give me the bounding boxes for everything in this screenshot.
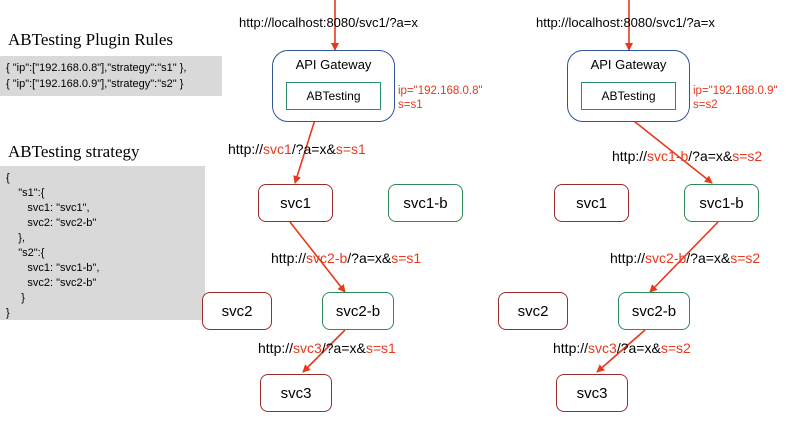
node-svc1-1-label: svc1	[280, 194, 311, 212]
node-svc3-1-label: svc3	[280, 384, 312, 402]
ip-label-2-line1: ip="192.168.0.9"	[693, 85, 778, 97]
hop1-url-1: http://svc1/?a=x&s=s1	[228, 141, 366, 157]
abtesting-label-2: ABTesting	[601, 89, 656, 103]
strategy-line-2: "s1":{	[6, 187, 45, 199]
arrow-svc1b-svc2b	[649, 221, 719, 293]
node-svc2b-2: svc2-b	[618, 292, 690, 330]
hop2-2-svc: svc2-b	[645, 250, 687, 266]
node-svc2-2-label: svc2	[517, 302, 549, 320]
hop3-1-s: s=s1	[365, 340, 396, 356]
arrow-svc1-svc2b	[289, 221, 346, 293]
strategy-box: { "s1":{ svc1: "svc1", svc2: "svc2-b" },…	[0, 166, 205, 320]
hop2-url-1: http://svc2-b/?a=x&s=s1	[271, 250, 421, 266]
node-svc2-1-label: svc2	[221, 302, 253, 320]
hop2-2-s: s=s2	[730, 250, 761, 266]
arrow-gateway-svc1	[293, 109, 319, 184]
node-svc2-1: svc2	[202, 292, 272, 330]
node-svc2b-1: svc2-b	[322, 292, 394, 330]
hop3-1-svc: svc3	[293, 340, 322, 356]
strategy-line-8: svc2: "svc2-b"	[6, 277, 97, 289]
hop1-1-svc: svc1	[263, 141, 292, 157]
plugin-rule-line-2: { "ip":["192.168.0.9"],"strategy":"s2" }	[6, 78, 184, 90]
hop2-url-2: http://svc2-b/?a=x&s=s2	[610, 250, 760, 266]
ip-label-1-line1: ip="192.168.0.8"	[398, 85, 483, 97]
strategy-line-7: svc1: "svc1-b",	[6, 262, 100, 274]
hop1-2-svc: svc1-b	[647, 148, 689, 164]
ip-label-1: ip="192.168.0.8" s=s1	[398, 84, 483, 112]
plugin-rules-title-text: ABTesting Plugin Rules	[8, 30, 174, 49]
node-svc3-1: svc3	[260, 374, 332, 412]
api-gateway-1: API Gateway ABTesting	[272, 50, 395, 122]
gateway-title-1: API Gateway	[295, 57, 372, 72]
entry-url-2: http://localhost:8080/svc1/?a=x	[536, 15, 715, 30]
ip-label-2: ip="192.168.0.9" s=s2	[693, 84, 778, 112]
hop3-2-mid: /?a=x&	[616, 340, 661, 356]
plugin-rule-line-1: { "ip":["192.168.0.8"],"strategy":"s1" }…	[6, 62, 187, 74]
hop3-url-1: http://svc3/?a=x&s=s1	[258, 340, 396, 356]
strategy-title: ABTesting strategy	[8, 142, 140, 161]
strategy-line-9: }	[6, 292, 25, 304]
node-svc2b-2-label: svc2-b	[631, 302, 677, 320]
hop1-1-mid: /?a=x&	[291, 141, 336, 157]
abtesting-label-1: ABTesting	[306, 89, 361, 103]
hop1-2-mid: /?a=x&	[688, 148, 733, 164]
hop3-2-prefix: http://	[553, 340, 589, 356]
ip-label-2-line2: s=s2	[693, 99, 718, 111]
node-svc2b-1-label: svc2-b	[335, 302, 381, 320]
node-svc1b-1-label: svc1-b	[403, 194, 448, 212]
node-svc3-2-label: svc3	[576, 384, 608, 402]
entry-url-1: http://localhost:8080/svc1/?a=x	[239, 15, 418, 30]
node-svc1b-1: svc1-b	[388, 184, 463, 222]
hop3-2-s: s=s2	[660, 340, 691, 356]
hop2-1-prefix: http://	[271, 250, 307, 266]
plugin-rules-box: { "ip":["192.168.0.8"],"strategy":"s1" }…	[0, 56, 222, 96]
hop3-2-svc: svc3	[588, 340, 617, 356]
strategy-line-10: }	[6, 307, 10, 319]
node-svc1-2-label: svc1	[576, 194, 607, 212]
hop1-2-s: s=s2	[732, 148, 763, 164]
api-gateway-2: API Gateway ABTesting	[567, 50, 690, 122]
strategy-line-5: },	[6, 232, 25, 244]
gateway-title-2: API Gateway	[590, 57, 667, 72]
node-svc1b-2: svc1-b	[684, 184, 759, 222]
arrow-gateway-svc1b	[619, 109, 713, 184]
hop1-1-s: s=s1	[335, 141, 366, 157]
hop1-2-prefix: http://	[612, 148, 648, 164]
hop3-url-2: http://svc3/?a=x&s=s2	[553, 340, 691, 356]
arrow-svc2b-svc3-2	[596, 329, 646, 373]
hop1-url-2: http://svc1-b/?a=x&s=s2	[612, 148, 762, 164]
hop2-2-mid: /?a=x&	[686, 250, 731, 266]
node-svc1-1: svc1	[258, 184, 333, 222]
strategy-line-3: svc1: "svc1",	[6, 202, 90, 214]
abtesting-plugin-2: ABTesting	[581, 82, 676, 110]
hop3-1-mid: /?a=x&	[321, 340, 366, 356]
ip-label-1-line2: s=s1	[398, 99, 423, 111]
node-svc3-2: svc3	[556, 374, 628, 412]
hop1-1-prefix: http://	[228, 141, 264, 157]
hop3-1-prefix: http://	[258, 340, 294, 356]
abtesting-plugin-1: ABTesting	[286, 82, 381, 110]
node-svc2-2: svc2	[498, 292, 568, 330]
strategy-line-6: "s2":{	[6, 247, 45, 259]
plugin-rules-title: ABTesting Plugin Rules	[8, 30, 173, 50]
strategy-line-4: svc2: "svc2-b"	[6, 217, 97, 229]
hop2-1-mid: /?a=x&	[347, 250, 392, 266]
strategy-line-1: {	[6, 172, 10, 184]
arrow-svc2b-svc3	[302, 329, 346, 373]
node-svc1b-2-label: svc1-b	[699, 194, 744, 212]
node-svc1-2: svc1	[554, 184, 629, 222]
hop2-2-prefix: http://	[610, 250, 646, 266]
hop2-1-svc: svc2-b	[306, 250, 348, 266]
hop2-1-s: s=s1	[391, 250, 422, 266]
